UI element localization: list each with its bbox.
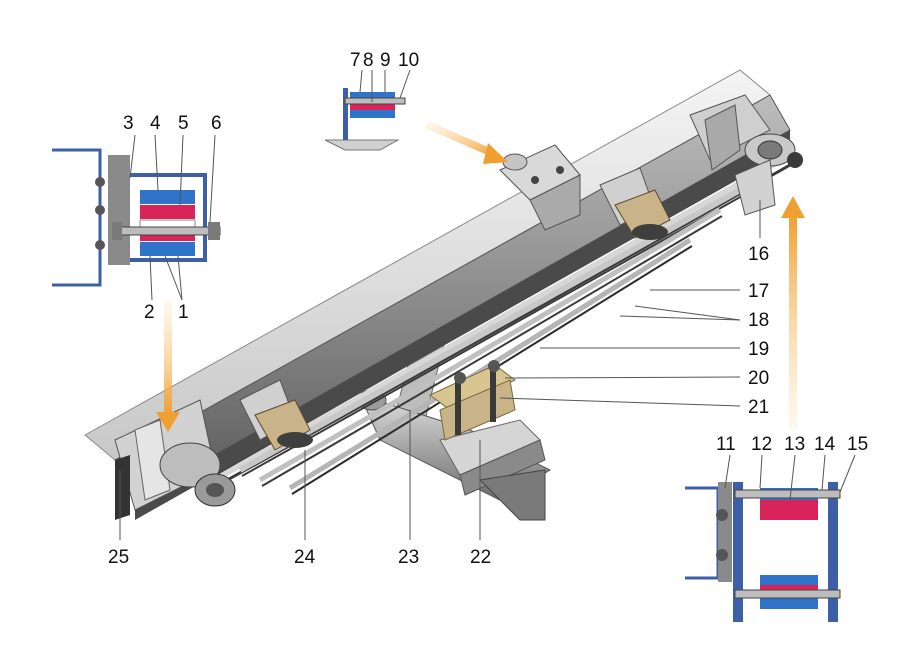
bump-stop-rear <box>599 167 671 240</box>
arrow-top-shaft <box>425 121 495 157</box>
callout-20: 20 <box>748 368 769 389</box>
bump-stop-front <box>239 379 313 451</box>
arrow-left-head <box>156 412 180 432</box>
callout-10: 10 <box>398 50 419 71</box>
callout-7: 7 <box>350 50 361 71</box>
bottom-callouts: 22 23 24 25 <box>108 410 491 568</box>
u-bolt-clamp <box>429 360 516 441</box>
callout-24: 24 <box>294 547 316 568</box>
callout-9: 9 <box>380 50 391 71</box>
callout-5: 5 <box>178 113 189 134</box>
callout-6: 6 <box>211 113 222 134</box>
arrow-right-shaft <box>789 215 797 430</box>
arrow-top-head <box>483 143 508 164</box>
arrow-left-shaft <box>164 300 172 415</box>
mid-bracket <box>499 144 581 231</box>
inset-bracket-bushing: 7 8 9 10 <box>324 50 419 151</box>
arrow-right-head <box>781 196 805 218</box>
callout-12: 12 <box>751 434 772 455</box>
callout-14: 14 <box>814 434 836 455</box>
inset-front-hanger: 3 4 5 6 2 1 <box>52 113 222 323</box>
callout-15: 15 <box>847 434 868 455</box>
callout-1: 1 <box>178 302 189 323</box>
callout-18: 18 <box>748 310 769 331</box>
callout-22: 22 <box>470 547 491 568</box>
main-assembly <box>84 69 803 521</box>
callout-17: 17 <box>748 281 769 302</box>
callout-21: 21 <box>748 397 769 418</box>
callout-2: 2 <box>144 302 155 323</box>
callout-19: 19 <box>748 339 769 360</box>
callout-16: 16 <box>748 244 769 265</box>
callout-8: 8 <box>363 50 374 71</box>
front-hanger <box>114 399 236 520</box>
arrows <box>156 121 805 432</box>
rear-bracket <box>689 94 803 216</box>
callout-13: 13 <box>784 434 805 455</box>
callout-11: 11 <box>716 434 736 455</box>
callout-4: 4 <box>150 113 161 134</box>
right-callouts: 16 17 18 19 20 21 <box>499 200 769 418</box>
inset-shackle: 11 12 13 14 15 <box>685 434 868 622</box>
callout-3: 3 <box>123 113 134 134</box>
callout-23: 23 <box>398 547 419 568</box>
callout-25: 25 <box>108 547 129 568</box>
